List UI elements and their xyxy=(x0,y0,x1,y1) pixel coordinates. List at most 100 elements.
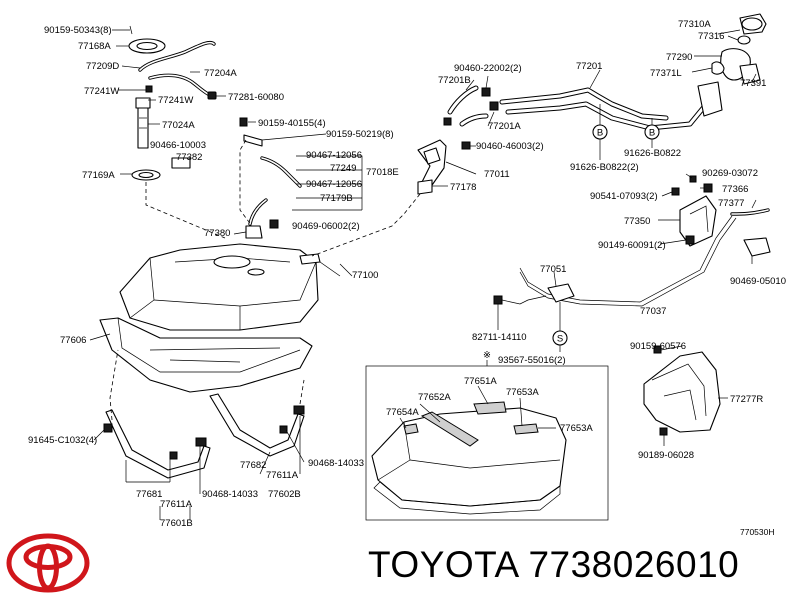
label-91626-B0822-b: 91626-B0822 xyxy=(624,148,681,159)
clip-77611A-right xyxy=(293,405,305,415)
hose-77178 xyxy=(417,179,433,195)
label-77611A-left: 77611A xyxy=(160,499,193,510)
marker-s-text: S xyxy=(557,334,563,345)
filter-77382 xyxy=(171,157,191,169)
locator-line-vent xyxy=(239,139,253,227)
vapor-sensor-group: S xyxy=(493,283,575,352)
hose-77179B xyxy=(248,198,268,226)
vent-fittings-group xyxy=(239,117,363,239)
label-77037: 77037 xyxy=(640,306,666,317)
label-77241W-right: 77241W xyxy=(158,95,193,106)
label-91626-B0822-a: 91626-B0822(2) xyxy=(570,162,639,173)
diagram-ref-code: 770530H xyxy=(740,527,775,537)
label-77653A-right: 77653A xyxy=(560,423,593,434)
clamp-90460-46003 xyxy=(461,141,471,150)
nut-left xyxy=(169,451,178,460)
label-77366: 77366 xyxy=(722,184,748,195)
strap-77681 xyxy=(105,409,211,479)
callout-labels: 90159-50343(8) 77168A 77209D 77204A 7724… xyxy=(28,19,786,537)
fuel-cap-group xyxy=(697,13,767,117)
bolt-90159-50343 xyxy=(129,25,133,35)
label-77391: 77391 xyxy=(740,78,766,89)
label-90467-12056-a: 90467-12056 xyxy=(306,150,362,161)
pad-77654A xyxy=(403,423,419,435)
label-77380: 77380 xyxy=(204,228,230,239)
label-90468-14033-left: 90468-14033 xyxy=(202,489,258,500)
bracket-upper xyxy=(243,134,263,147)
protector-77391 xyxy=(739,63,761,85)
label-77652A: 77652A xyxy=(418,392,451,403)
label-77201A: 77201A xyxy=(488,121,521,132)
group-bracket-77018E xyxy=(292,155,363,211)
marker-b-right-text: B xyxy=(649,128,655,139)
label-90159-50343: 90159-50343(8) xyxy=(44,25,112,36)
label-77350: 77350 xyxy=(624,216,650,227)
caption: TOYOTA 7738026010 xyxy=(368,544,739,586)
label-77371L: 77371L xyxy=(650,68,682,79)
canister-77350 xyxy=(679,195,717,247)
label-91645-C1032: 91645-C1032(4) xyxy=(28,435,97,446)
inset-frame xyxy=(365,365,609,521)
fuel-tank-77100 xyxy=(119,243,341,331)
label-90159-40155: 90159-40155(4) xyxy=(258,118,326,129)
clamp-90460-22002 xyxy=(481,87,491,97)
label-77281-60080: 77281-60080 xyxy=(228,92,284,103)
label-90159-60576: 90159-60576 xyxy=(630,341,686,352)
label-77201B: 77201B xyxy=(438,75,471,86)
label-77377: 77377 xyxy=(718,198,744,209)
label-77682: 77682 xyxy=(240,460,266,471)
locator-line-filler xyxy=(311,193,421,257)
label-77024A: 77024A xyxy=(162,120,195,131)
tank-body xyxy=(119,243,319,331)
label-77611A-right: 77611A xyxy=(266,470,299,481)
pad-77652A xyxy=(420,411,479,447)
locator-line-pump xyxy=(145,182,226,239)
label-77179B: 77179B xyxy=(320,193,353,204)
bolt-90541 xyxy=(671,187,680,196)
label-77316: 77316 xyxy=(698,31,724,42)
filler-breather-pipe xyxy=(505,85,715,131)
tank-label-plate xyxy=(299,253,321,265)
label-77011: 77011 xyxy=(484,169,510,180)
bolt-90159-60576 xyxy=(653,345,662,354)
label-90467-12056-b: 90467-12056 xyxy=(306,179,362,190)
label-77602B: 77602B xyxy=(268,489,301,500)
label-77209D: 77209D xyxy=(86,61,119,72)
protector-plate xyxy=(99,317,313,393)
label-77382: 77382 xyxy=(176,152,202,163)
label-90469-05010: 90469-05010 xyxy=(730,276,786,287)
label-90468-14033-right: 90468-14033 xyxy=(308,458,364,469)
label-77651A: 77651A xyxy=(464,376,497,387)
inset-box: ※ xyxy=(365,350,609,521)
inset-tank xyxy=(371,407,567,507)
label-90159-50219: 90159-50219(8) xyxy=(326,129,394,140)
vent-line-77037 xyxy=(519,215,733,303)
label-77654A: 77654A xyxy=(386,407,419,418)
label-77290: 77290 xyxy=(666,52,692,63)
clamp-90469-05010 xyxy=(743,237,771,257)
label-77100: 77100 xyxy=(352,270,378,281)
part-number: 7738026010 xyxy=(528,544,740,585)
clip-77366 xyxy=(703,183,713,193)
strap-77682 xyxy=(209,393,305,457)
canister-group xyxy=(519,175,771,307)
label-77310A: 77310A xyxy=(678,19,711,30)
hose-77241W xyxy=(148,73,214,98)
label-77051: 77051 xyxy=(540,264,566,275)
label-77178: 77178 xyxy=(450,182,476,193)
label-82711-14110: 82711-14110 xyxy=(472,332,527,343)
toyota-logo xyxy=(6,533,90,593)
tank-vent-opening xyxy=(247,268,265,276)
tank-straps xyxy=(103,349,305,479)
pump-top xyxy=(135,97,151,109)
leader-lines xyxy=(89,29,757,520)
tank-protector-77606 xyxy=(99,317,313,393)
bolt-91645-left xyxy=(103,423,113,433)
clamp-90469 xyxy=(269,219,279,229)
label-77018E: 77018E xyxy=(366,167,399,178)
fuel-pump-group xyxy=(128,25,226,239)
label-77606: 77606 xyxy=(60,335,86,346)
filler-inlet-body xyxy=(697,81,723,117)
sensor-82711 xyxy=(493,295,503,305)
